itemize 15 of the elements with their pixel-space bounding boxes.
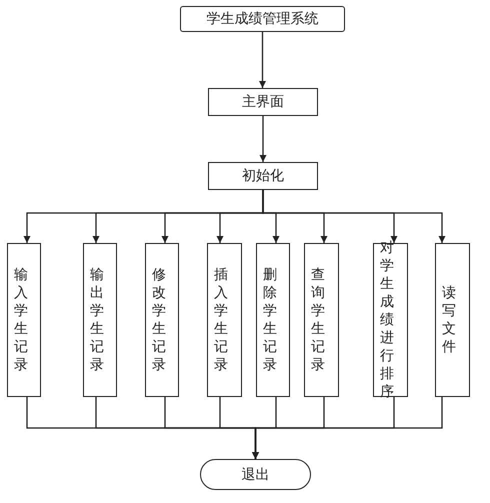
process-box: 初始化: [208, 162, 318, 190]
arrow: [259, 32, 266, 88]
process-box: 输出学生记录: [83, 243, 117, 397]
process-box: 主界面: [208, 88, 318, 116]
process-box: 修改学生记录: [145, 243, 179, 397]
arrow: [252, 397, 443, 459]
process-box: 插入学生记录: [207, 243, 242, 397]
process-box: 读写文件: [435, 243, 470, 397]
arrow: [262, 190, 446, 243]
terminal-box: 退出: [200, 459, 311, 490]
process-box: 查询学生记录: [304, 243, 339, 397]
process-box: 删除学生记录: [256, 243, 290, 397]
process-box: 学生成绩管理系统: [180, 6, 345, 32]
arrow: [260, 116, 266, 162]
process-box: 输入学生记录: [7, 243, 41, 397]
